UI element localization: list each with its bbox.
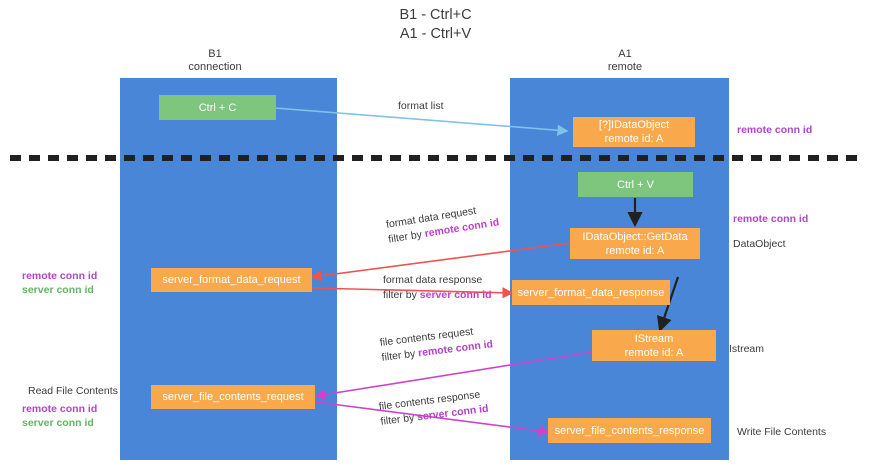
annotation-istream: Istream — [729, 343, 765, 355]
annotation-left-remote-conn-id-mid: remote conn id — [22, 270, 98, 282]
edge-label-format-data-response-key: server conn id — [419, 289, 492, 301]
node-getdata-line2: remote id: A — [605, 244, 665, 257]
node-idataobject-getdata[interactable]: IDataObject::GetData remote id: A — [570, 228, 700, 259]
node-ctrl-c-label: Ctrl + C — [198, 101, 237, 114]
annotation-left-conn-ids-mid: remote conn id server conn id — [22, 269, 97, 297]
node-server-format-data-response[interactable]: server_format_data_response — [512, 280, 670, 305]
column-header-b1-sub: connection — [188, 61, 242, 73]
node-server-format-data-request[interactable]: server_format_data_request — [151, 268, 312, 292]
title-line-2: A1 - Ctrl+V — [399, 26, 472, 42]
annotation-dataobject: DataObject — [733, 238, 786, 250]
node-getdata-line1: IDataObject::GetData — [582, 230, 688, 243]
node-server-file-contents-response-label: server_file_contents_response — [554, 424, 705, 437]
node-server-file-contents-request-label: server_file_contents_request — [162, 391, 304, 403]
edge-label-format-data-request: format data request filter by remote con… — [385, 200, 500, 247]
column-header-b1-name: B1 — [208, 48, 222, 60]
title-line-1: B1 - Ctrl+C — [399, 7, 472, 23]
node-server-file-contents-response[interactable]: server_file_contents_response — [548, 418, 711, 443]
edge-label-format-data-response-line1: format data response — [383, 274, 483, 286]
column-header-b1: B1 connection — [155, 48, 275, 74]
column-header-a1-name: A1 — [618, 48, 632, 60]
annotation-remote-conn-id-top: remote conn id — [737, 124, 813, 136]
edge-label-file-contents-request: file contents request filter by remote c… — [379, 322, 494, 365]
node-idataobject[interactable]: [?]IDataObject remote id: A — [573, 117, 695, 147]
node-server-format-data-response-label: server_format_data_response — [517, 286, 665, 299]
phase-divider — [10, 155, 865, 161]
node-server-file-contents-request[interactable]: server_file_contents_request — [151, 385, 315, 409]
node-istream[interactable]: IStream remote id: A — [592, 330, 716, 361]
column-header-a1: A1 remote — [565, 48, 685, 74]
node-istream-line2: remote id: A — [624, 346, 684, 359]
edge-label-format-data-response: format data response filter by server co… — [383, 273, 492, 303]
edge-label-format-list-text: format list — [398, 100, 444, 112]
node-ctrl-c[interactable]: Ctrl + C — [159, 95, 276, 120]
annotation-write-file-contents: Write File Contents — [737, 426, 827, 438]
page-title: B1 - Ctrl+C A1 - Ctrl+V — [0, 6, 871, 44]
annotation-left-conn-ids-bottom: remote conn id server conn id — [22, 402, 97, 430]
column-header-a1-sub: remote — [607, 61, 643, 73]
node-server-format-data-request-label: server_format_data_request — [162, 274, 301, 286]
edge-label-file-contents-response-prefix: filter by — [379, 411, 418, 428]
edge-label-file-contents-request-prefix: filter by — [380, 347, 419, 364]
edge-label-format-data-response-prefix: filter by — [383, 289, 420, 301]
node-idataobject-line2: remote id: A — [604, 133, 664, 145]
node-istream-line1: IStream — [634, 332, 674, 345]
edge-label-format-list: format list — [398, 99, 444, 114]
annotation-left-remote-conn-id-bottom: remote conn id — [22, 403, 98, 415]
annotation-remote-conn-id-mid: remote conn id — [733, 213, 809, 225]
annotation-read-file-contents: Read File Contents — [28, 385, 118, 397]
node-ctrl-v[interactable]: Ctrl + V — [578, 172, 693, 197]
edge-label-file-contents-response: file contents response filter by server … — [378, 387, 489, 430]
node-ctrl-v-label: Ctrl + V — [617, 178, 654, 191]
annotation-left-server-conn-id-mid: server conn id — [22, 284, 94, 296]
edge-label-format-data-response-line2: filter by server conn id — [383, 288, 492, 303]
annotation-left-server-conn-id-bottom: server conn id — [22, 417, 94, 429]
node-idataobject-line1: [?]IDataObject — [598, 119, 670, 131]
